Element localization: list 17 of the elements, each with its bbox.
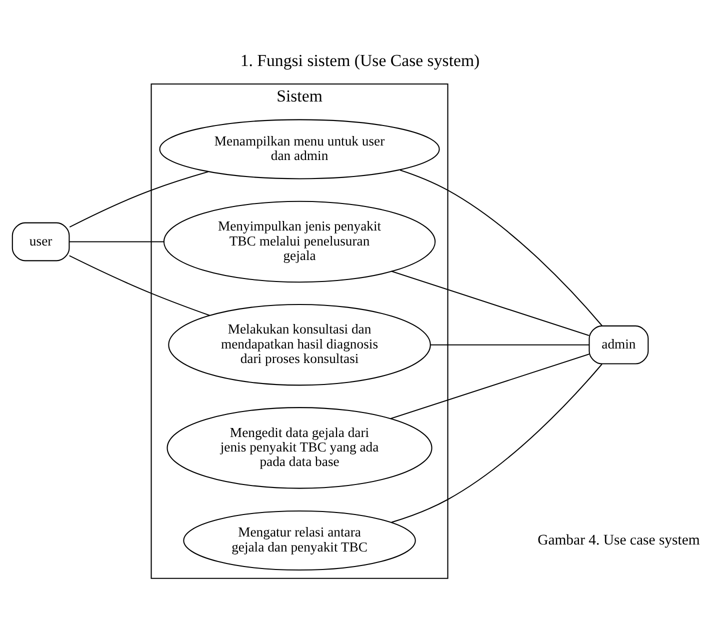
- node-box: user: [12, 222, 70, 261]
- node-ellipse: Menyimpulkan jenis penyakit TBC melalui penelusuran gejala: [163, 200, 436, 282]
- diagram-title: 1. Fungsi sistem (Use Case system): [240, 50, 480, 70]
- caption: Gambar 4. Use case system: [538, 532, 700, 548]
- node-ellipse: Mengatur relasi antara gejala dan penyakit TBC: [183, 510, 416, 570]
- connector: [391, 363, 602, 522]
- connector: [391, 270, 590, 336]
- connector: [69, 170, 208, 228]
- connector: [430, 344, 590, 345]
- connector: [69, 240, 164, 242]
- node-ellipse: Menampilkan menu untuk user dan admin: [159, 118, 440, 179]
- node-ellipse: Melakukan konsultasi dan mendapatkan hasil diagnosis dari proses konsultasi: [168, 303, 431, 386]
- connector: [69, 254, 210, 316]
- connector: [390, 353, 590, 419]
- node-box: admin: [588, 324, 649, 364]
- node-ellipse: Mengedit data gejala dari jenis penyakit TBC yang ada pada data base: [166, 406, 432, 488]
- connector: [400, 169, 602, 326]
